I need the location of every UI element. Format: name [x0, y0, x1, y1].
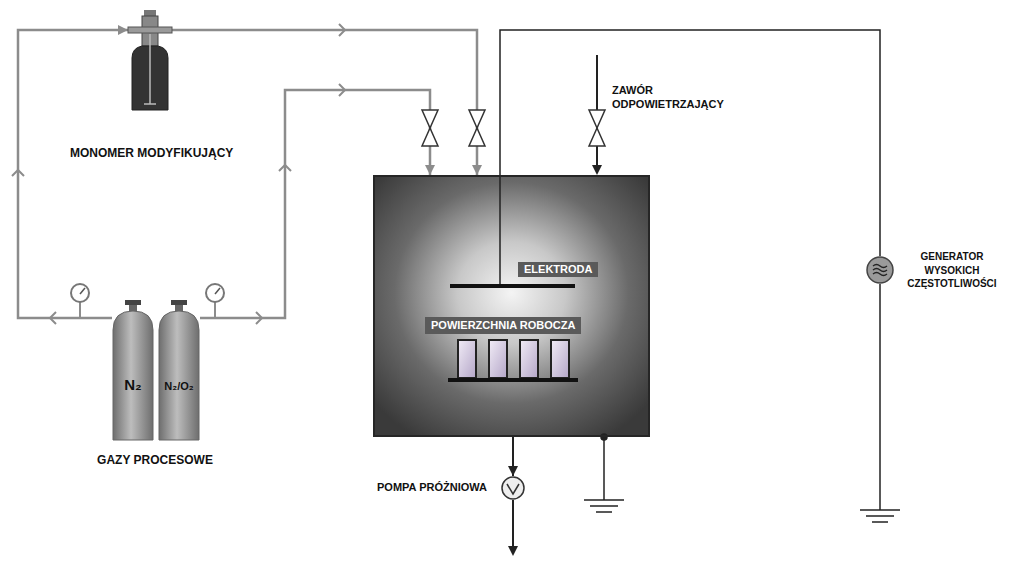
ground-symbol — [879, 284, 881, 510]
generator-symbol — [866, 256, 894, 284]
cylinder-symbol — [125, 300, 141, 305]
pump-symbol — [502, 477, 524, 499]
ground-symbol — [584, 284, 900, 522]
gas-line — [118, 25, 128, 35]
pressure-gauge — [71, 284, 89, 302]
power-wire — [500, 30, 880, 262]
node-label: POWIERZCHNIA ROBOCZA — [431, 319, 575, 332]
valve-symbol — [589, 128, 605, 146]
pressure-gauge — [214, 302, 216, 318]
work-pieces — [448, 378, 578, 382]
valve-symbol — [422, 128, 438, 146]
cylinder-symbol — [113, 311, 153, 440]
node-label: ELEKTRODA — [518, 262, 598, 277]
ground-symbol — [866, 515, 894, 517]
bottle-symbol — [144, 103, 156, 105]
generator-symbol — [867, 257, 893, 283]
cylinder-symbol — [159, 311, 199, 440]
pressure-gauge — [71, 284, 224, 318]
pump-outlet — [508, 500, 518, 556]
node-label: N₂ — [112, 376, 154, 394]
pump-symbol — [501, 476, 525, 500]
pressure-gauge — [215, 288, 220, 294]
work-pieces — [551, 340, 569, 378]
work-pieces — [489, 340, 507, 378]
ground-symbol — [590, 505, 618, 507]
gas-line — [425, 165, 435, 175]
bottle-symbol — [128, 10, 172, 112]
gas-line — [200, 90, 430, 318]
node-label: N₂/O₂ — [158, 380, 200, 393]
power-wire — [500, 30, 880, 262]
pump-symbol — [507, 484, 519, 494]
ground-symbol — [872, 521, 888, 523]
flow-chevrons — [339, 84, 345, 96]
work-pieces — [458, 340, 476, 378]
flow-chevrons — [279, 165, 291, 171]
valve-symbol — [422, 110, 438, 128]
electrode: ELEKTRODA — [450, 262, 600, 290]
cylinder-symbol — [129, 305, 137, 311]
pressure-gauge — [79, 302, 81, 318]
ground-symbol — [596, 511, 612, 513]
cylinder-symbol — [158, 300, 200, 440]
vacuum-line — [508, 437, 518, 476]
gas-line — [18, 30, 128, 318]
part-label: ZAWÓR ODPOWIETRZAJĄCY — [612, 84, 752, 112]
vent-line — [592, 165, 602, 175]
ground-symbol — [860, 509, 900, 511]
valve-symbol — [469, 110, 485, 128]
ground-symbol — [603, 437, 605, 500]
cylinder-symbol — [112, 300, 154, 440]
electrode-plate — [450, 284, 575, 288]
work-pieces — [520, 340, 538, 378]
flow-chevrons — [339, 24, 345, 36]
gas-line — [200, 90, 435, 318]
gas-cylinder: N₂ — [112, 300, 154, 440]
reactor-chamber: ELEKTRODA POWIERZCHNIA ROBOCZA — [373, 175, 650, 437]
node-label: GENERATOR WYSOKICH CZĘSTOTLIWOŚCI — [900, 250, 1004, 291]
work-pieces — [375, 177, 652, 439]
cylinder-symbol — [175, 305, 183, 311]
gas-cylinder: N₂/O₂ — [158, 300, 200, 440]
flow-chevrons — [256, 312, 262, 324]
bottle-symbol — [149, 34, 151, 104]
flow-chevrons — [12, 24, 345, 324]
generator-symbol — [873, 269, 887, 272]
valve-symbol — [469, 128, 485, 146]
pump-outlet — [508, 546, 518, 556]
generator-symbol — [873, 265, 887, 268]
vacuum-pump: POMPA PRÓŻNIOWA — [501, 476, 525, 500]
gas-line — [18, 25, 128, 318]
flow-chevrons — [12, 170, 24, 176]
hf-generator: GENERATOR WYSOKICH CZĘSTOTLIWOŚCI — [866, 256, 894, 284]
pump-outlet — [512, 500, 514, 548]
gas-line — [472, 165, 482, 175]
electrode-plate — [499, 262, 501, 284]
valve-symbol — [589, 110, 605, 128]
pressure-gauge — [80, 288, 85, 294]
pressure-gauge — [206, 284, 224, 302]
vacuum-line — [508, 466, 518, 476]
chamber-fill — [373, 175, 650, 437]
node-label: MONOMER MODYFIKUJĄCY — [70, 146, 233, 160]
bottle-symbol — [128, 27, 172, 33]
valve-symbol — [422, 110, 605, 146]
cylinder-symbol — [171, 300, 187, 305]
node-label: POMPA PRÓŻNIOWA — [377, 481, 487, 494]
part-label: GAZY PROCESOWE — [85, 453, 225, 468]
generator-symbol — [873, 273, 887, 276]
flow-chevrons — [50, 312, 56, 324]
work-surface: POWIERZCHNIA ROBOCZA — [425, 317, 581, 334]
monomer-bottle: MONOMER MODYFIKUJĄCY — [128, 10, 172, 112]
ground-symbol — [584, 499, 624, 501]
